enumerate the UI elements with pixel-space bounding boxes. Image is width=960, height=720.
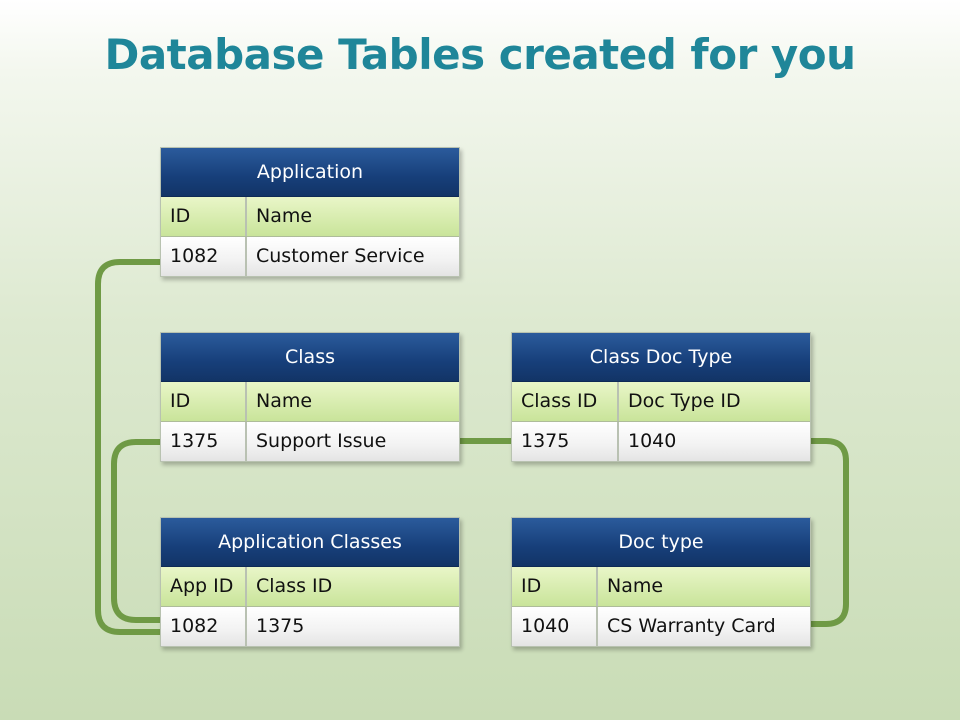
table-class: Class ID Name 1375 Support Issue (160, 332, 460, 462)
table-cell: 1082 (161, 237, 247, 276)
table-doc-type: Doc type ID Name 1040 CS Warranty Card (511, 517, 811, 647)
column-header: ID (161, 382, 247, 421)
column-header-row: ID Name (512, 567, 810, 607)
table-cell: Support Issue (256, 430, 387, 452)
column-header: App ID (161, 567, 247, 606)
table-row: 1040 CS Warranty Card (512, 607, 810, 646)
table-cell: CS Warranty Card (607, 615, 776, 637)
table-cell: 1375 (512, 422, 619, 461)
column-header-row: ID Name (161, 197, 459, 237)
column-header: Name (607, 575, 664, 597)
table-application-classes: Application Classes App ID Class ID 1082… (160, 517, 460, 647)
column-header-row: Class ID Doc Type ID (512, 382, 810, 422)
column-header: ID (512, 567, 598, 606)
table-name: Application (161, 148, 459, 197)
table-cell: 1375 (256, 615, 305, 637)
table-name: Application Classes (161, 518, 459, 567)
slide-title: Database Tables created for you (104, 30, 856, 79)
table-row: 1082 Customer Service (161, 237, 459, 276)
table-row: 1082 1375 (161, 607, 459, 646)
table-name: Class (161, 333, 459, 382)
table-cell: 1040 (628, 430, 677, 452)
table-class-doc-type: Class Doc Type Class ID Doc Type ID 1375… (511, 332, 811, 462)
table-cell: 1082 (161, 607, 247, 646)
column-header: ID (161, 197, 247, 236)
column-header-row: App ID Class ID (161, 567, 459, 607)
column-header: Class ID (256, 575, 333, 597)
column-header-row: ID Name (161, 382, 459, 422)
column-header: Name (256, 390, 313, 412)
connector-application-to-appclasses (95, 259, 163, 635)
table-name: Class Doc Type (512, 333, 810, 382)
table-cell: 1375 (161, 422, 247, 461)
connector-classdoctype-to-doctype (807, 438, 849, 627)
table-name: Doc type (512, 518, 810, 567)
connector-class-to-appclasses (111, 439, 163, 623)
column-header: Name (256, 205, 313, 227)
table-row: 1375 Support Issue (161, 422, 459, 461)
table-cell: Customer Service (256, 245, 425, 267)
table-cell: 1040 (512, 607, 598, 646)
column-header: Class ID (512, 382, 619, 421)
table-row: 1375 1040 (512, 422, 810, 461)
table-application: Application ID Name 1082 Customer Servic… (160, 147, 460, 277)
column-header: Doc Type ID (628, 390, 741, 412)
